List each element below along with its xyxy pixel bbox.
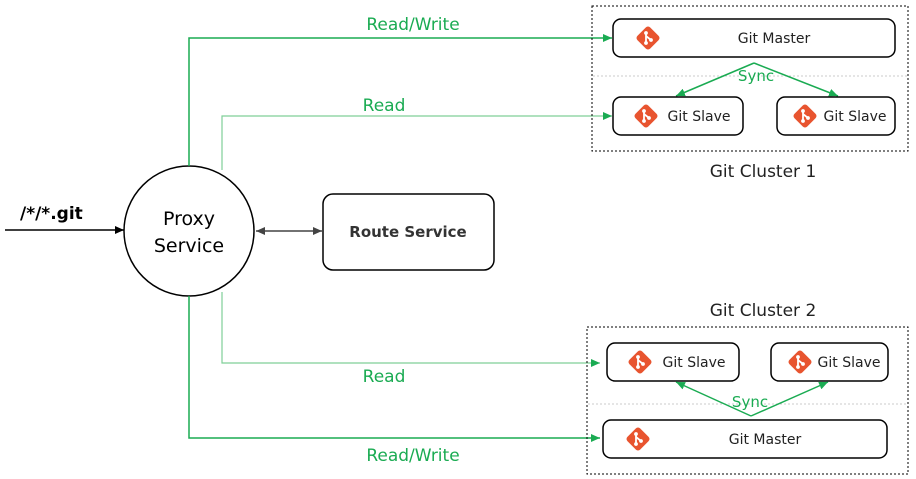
cluster2-slave-b-label: Git Slave <box>818 355 881 371</box>
route-service-label: Route Service <box>349 223 466 241</box>
cluster1-master-node[interactable]: Git Master <box>612 18 896 58</box>
git-cluster-1: Git Master Sync Git Slave Git Slave Git … <box>591 5 909 182</box>
cluster1-edges: Read/Write Read <box>188 15 612 170</box>
cluster2-master-label: Git Master <box>729 432 802 448</box>
cluster1-master-label: Git Master <box>738 31 811 47</box>
cluster1-sync-label: Sync <box>738 67 774 85</box>
entry-request: /*/*.git <box>5 204 124 234</box>
entry-path-label: /*/*.git <box>20 204 83 224</box>
cluster2-sync-label: Sync <box>732 393 768 411</box>
cluster2-sync-arrow-left <box>675 381 752 417</box>
cluster2-slave-b-node[interactable]: Git Slave <box>770 342 889 382</box>
cluster2-sync-arrow-right <box>750 381 829 417</box>
cluster1-sync-arrow-left <box>675 62 755 97</box>
proxy-service-circle <box>123 165 255 297</box>
cluster2-master-node[interactable]: Git Master <box>602 419 888 459</box>
git-cluster-2: Git Cluster 2 Git Slave Git Slave Sync G… <box>586 301 909 475</box>
proxy-service-node[interactable]: Proxy Service <box>123 165 255 297</box>
cluster1-read-write-edge <box>188 34 612 166</box>
cluster2-edges: Read Read/Write <box>188 292 600 466</box>
cluster2-slave-a-label: Git Slave <box>663 355 726 371</box>
cluster1-sync-arrow-right <box>753 62 839 97</box>
route-service-box <box>322 193 495 271</box>
cluster1-title: Git Cluster 1 <box>710 162 817 182</box>
cluster2-read-write-label: Read/Write <box>366 446 459 466</box>
cluster2-read-label: Read <box>363 367 406 387</box>
cluster1-slave-b-label: Git Slave <box>824 109 887 125</box>
proxy-service-label-line2: Service <box>154 235 224 257</box>
route-service-node[interactable]: Route Service <box>322 193 495 271</box>
cluster2-read-edge <box>221 292 600 367</box>
cluster1-slave-a-node[interactable]: Git Slave <box>612 96 744 136</box>
cluster2-border <box>586 326 909 475</box>
cluster2-read-write-edge <box>188 296 600 442</box>
cluster2-slave-a-node[interactable]: Git Slave <box>606 342 740 382</box>
proxy-service-label-line1: Proxy <box>163 208 215 230</box>
cluster2-title: Git Cluster 2 <box>710 301 817 321</box>
cluster1-read-write-label: Read/Write <box>366 15 459 35</box>
cluster1-border <box>591 5 909 152</box>
cluster1-read-label: Read <box>363 96 406 116</box>
cluster1-slave-a-label: Git Slave <box>668 109 731 125</box>
cluster1-read-edge <box>221 112 612 170</box>
cluster1-slave-b-node[interactable]: Git Slave <box>776 96 896 136</box>
